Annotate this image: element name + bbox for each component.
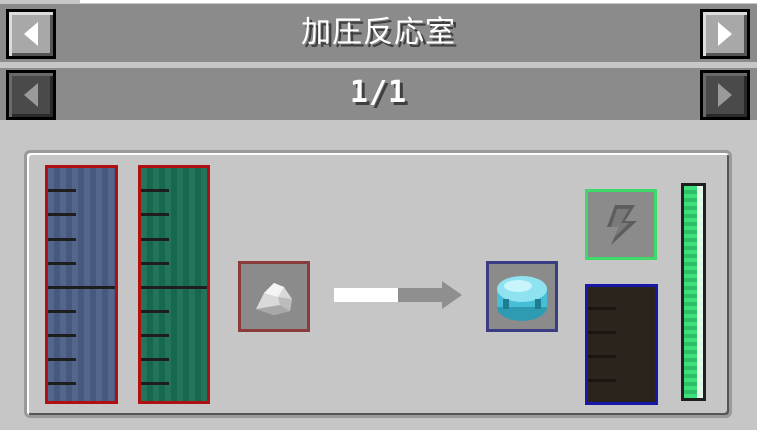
energy-bar[interactable] [681,183,706,401]
gauge-tick [141,238,169,241]
gauge-tick [48,213,76,216]
page-prev-button[interactable] [6,70,56,120]
input-fluid-gauge-2[interactable] [138,165,210,404]
gauge-tick [48,262,76,265]
window-top-edge [80,0,757,3]
title-bar [0,4,757,62]
gauge-tick [48,334,76,337]
gauge-tick [48,358,76,361]
gauge-tick [141,310,169,313]
gauge-tick [141,286,207,289]
page-bar [0,68,757,120]
title-prev-button[interactable] [6,9,56,59]
output-gas-tank[interactable] [585,284,658,405]
arrow-left-icon [24,22,38,46]
page-indicator: 1/1 [349,75,408,110]
window-title: 加圧反応室 [301,15,456,50]
gauge-tick [141,334,169,337]
gauge-tick [141,189,169,192]
title-next-button[interactable] [700,9,750,59]
gauge-tick [48,286,115,289]
gauge-tick [588,379,616,382]
lightning-bolt-icon [607,204,637,245]
gauge-tick [48,189,76,192]
page-next-button[interactable] [700,70,750,120]
gauge-tick [141,382,169,385]
arrow-right-icon [718,22,732,46]
energy-slot[interactable] [585,189,657,260]
glass-dome-icon [497,275,547,321]
energy-bar-fill [684,186,703,398]
output-item-slot[interactable] [486,261,558,332]
gauge-tick [588,307,616,310]
gauge-tick [588,331,616,334]
gauge-tick [48,238,76,241]
progress-arrow-icon [334,281,462,309]
gauge-tick [588,355,616,358]
salt-dust-icon [256,282,292,315]
gauge-tick [48,382,76,385]
input-item-slot[interactable] [238,261,310,332]
gauge-tick [141,213,169,216]
gauge-tick [48,310,76,313]
arrow-left-icon [24,83,38,107]
arrow-right-icon [718,83,732,107]
gauge-tick [141,358,169,361]
input-fluid-gauge-1[interactable] [45,165,118,404]
gauge-tick [141,262,169,265]
